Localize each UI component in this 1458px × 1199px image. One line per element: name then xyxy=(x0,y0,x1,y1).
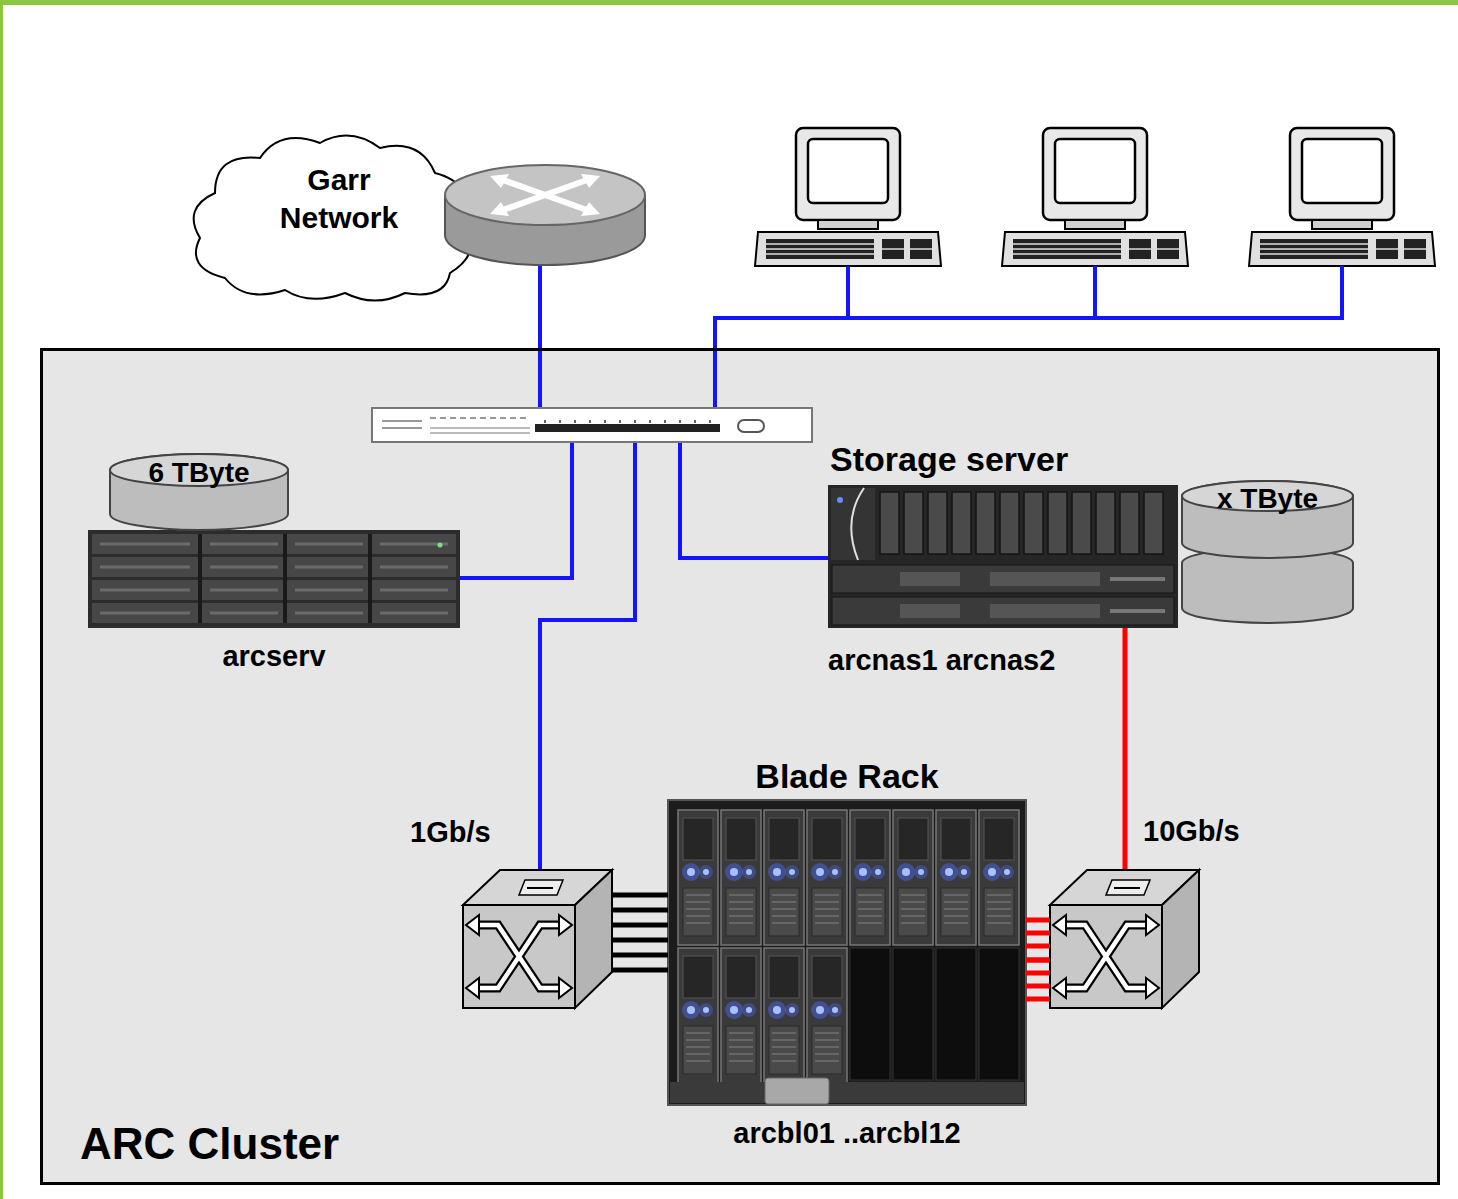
text-slot: Storage server xyxy=(830,440,1068,479)
frame-bar xyxy=(0,0,1458,5)
disk-label: 6 TByte xyxy=(148,457,249,488)
text-slot: arcserv xyxy=(68,640,480,673)
storage-server: Storage serverarcnas1 arcnas2 xyxy=(828,485,1178,628)
storage-art xyxy=(828,485,1178,628)
link-speed: 1Gb/s xyxy=(410,816,491,848)
text-slot: Blade Rack xyxy=(608,757,1086,796)
device-heading: Blade Rack xyxy=(755,757,938,795)
blade-uplink-lines xyxy=(612,895,668,970)
network-switch xyxy=(372,408,812,442)
cloud-router-shape xyxy=(185,128,645,300)
device-heading: Storage server xyxy=(830,440,1068,478)
cluster-fill xyxy=(40,348,1440,1185)
blade-fast-lines xyxy=(1026,920,1050,999)
server-art xyxy=(88,530,460,628)
host-name: arcserv xyxy=(222,640,325,672)
cloud-label: Garr Network xyxy=(280,163,398,234)
host-name: arcnas1 arcnas2 xyxy=(828,644,1055,676)
text-slot: arcbl01 ..arcbl12 xyxy=(608,1117,1086,1150)
text-slot: 6 TByte xyxy=(108,457,290,489)
network-cloud: Garr Network xyxy=(185,128,645,300)
server-unit: arcserv xyxy=(88,530,460,628)
blade-rack: Blade Rackarcbl01 ..arcbl12 xyxy=(668,800,1026,1105)
lan-wire xyxy=(713,266,1344,428)
disk-cylinder: 6 TByte xyxy=(108,452,290,532)
network-link xyxy=(460,425,828,578)
blade-rack-art xyxy=(668,800,1026,1105)
host-name: arcbl01 ..arcbl12 xyxy=(733,1117,960,1149)
text-slot: x TByte xyxy=(1180,483,1355,515)
frame-bar xyxy=(0,0,3,1199)
text-slot: ARC Cluster xyxy=(80,1119,339,1170)
text-slot: Garr Network xyxy=(263,161,415,236)
cluster-region: ARC Cluster6 TBytearcservStorage servera… xyxy=(40,348,1440,1185)
text-slot: 10Gb/s xyxy=(1143,815,1240,848)
text-slot: arcnas1 arcnas2 xyxy=(828,644,1055,677)
link-speed: 10Gb/s xyxy=(1143,815,1240,847)
workstation-icon xyxy=(755,128,1435,266)
blade-switch xyxy=(463,870,1199,1008)
disk-stack: x TByte xyxy=(1180,478,1355,625)
text-slot: 1Gb/s xyxy=(410,816,491,849)
region-title: ARC Cluster xyxy=(80,1119,339,1168)
disk-label: x TByte xyxy=(1217,483,1318,514)
